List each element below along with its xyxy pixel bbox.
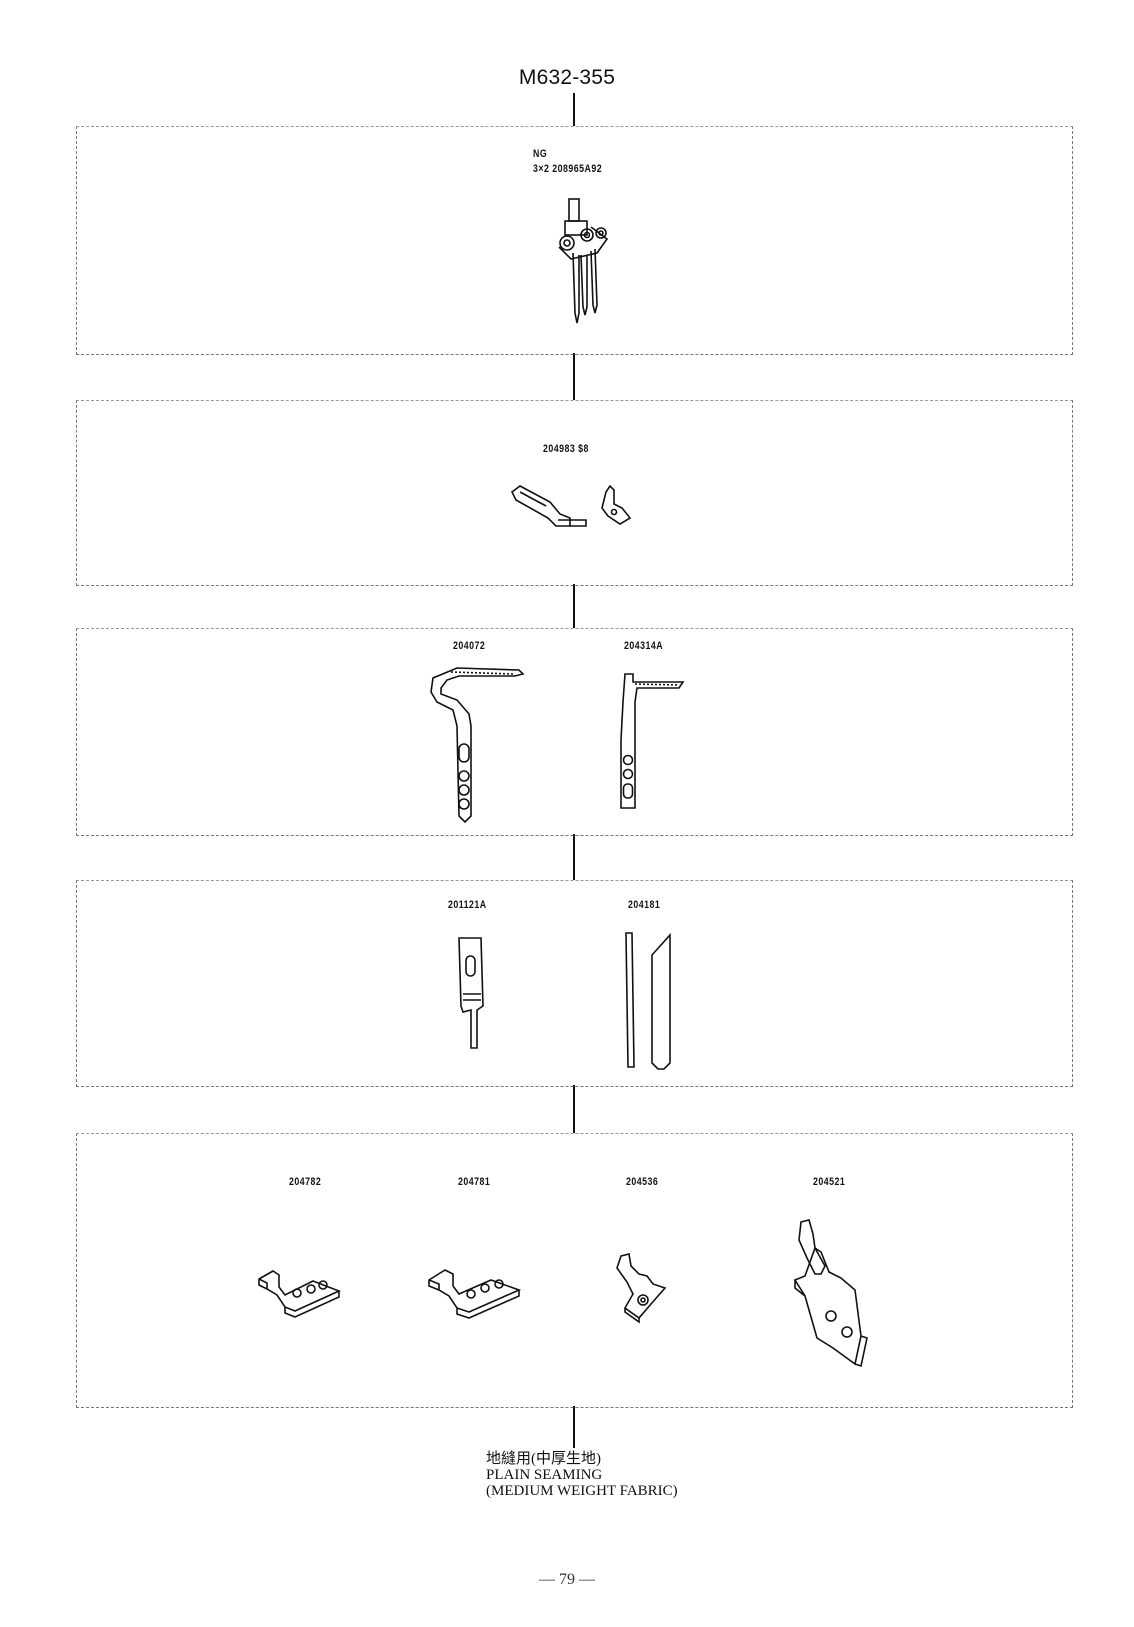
looper-204314a-icon (615, 672, 695, 812)
part-label: 204781 (458, 1176, 490, 1188)
plate-204782-icon (255, 1259, 345, 1319)
part-label: 204181 (628, 899, 660, 911)
connector-line (573, 93, 575, 126)
looper-panel: 204983 $8 (76, 400, 1073, 586)
part-label: 204536 (626, 1176, 658, 1188)
caption-line2: (MEDIUM WEIGHT FABRIC) (486, 1483, 678, 1499)
part-label: 204983 $8 (543, 443, 589, 455)
connector-line (573, 834, 575, 880)
connector-line (573, 584, 575, 628)
loopers-panel: 204072 204314A (76, 628, 1073, 836)
part-label: 204782 (289, 1176, 321, 1188)
part-label: 201121A (448, 899, 487, 911)
plate-204781-icon (425, 1256, 525, 1320)
part-label: 204072 (453, 640, 485, 652)
caption-line1: PLAIN SEAMING (486, 1467, 678, 1483)
knife-204181-icon (624, 931, 684, 1071)
knife-201121a-icon (457, 936, 497, 1051)
part-label: 204314A (624, 640, 663, 652)
part-label: NG (533, 148, 547, 160)
part-label: 204521 (813, 1176, 845, 1188)
connector-line (573, 1406, 575, 1448)
model-number: M632-355 (0, 66, 1134, 90)
application-caption: 地縫用(中厚生地) PLAIN SEAMING (MEDIUM WEIGHT F… (486, 1451, 678, 1499)
holder-204521-icon (785, 1218, 885, 1368)
plates-panel: 204782 204781 204536 204521 (76, 1133, 1073, 1408)
part-label: 3×2 208965A92 (533, 163, 602, 175)
caption-cjk: 地縫用(中厚生地) (486, 1451, 678, 1467)
needle-holder-icon (551, 195, 621, 330)
knives-panel: 201121A 204181 (76, 880, 1073, 1087)
guide-204536-icon (607, 1252, 677, 1322)
connector-line (573, 1085, 575, 1133)
looper-204072-icon (429, 666, 529, 826)
looper-pair-icon (510, 484, 640, 534)
page-number: — 79 — (0, 1571, 1134, 1589)
needle-panel: NG 3×2 208965A92 (76, 126, 1073, 355)
connector-line (573, 353, 575, 400)
